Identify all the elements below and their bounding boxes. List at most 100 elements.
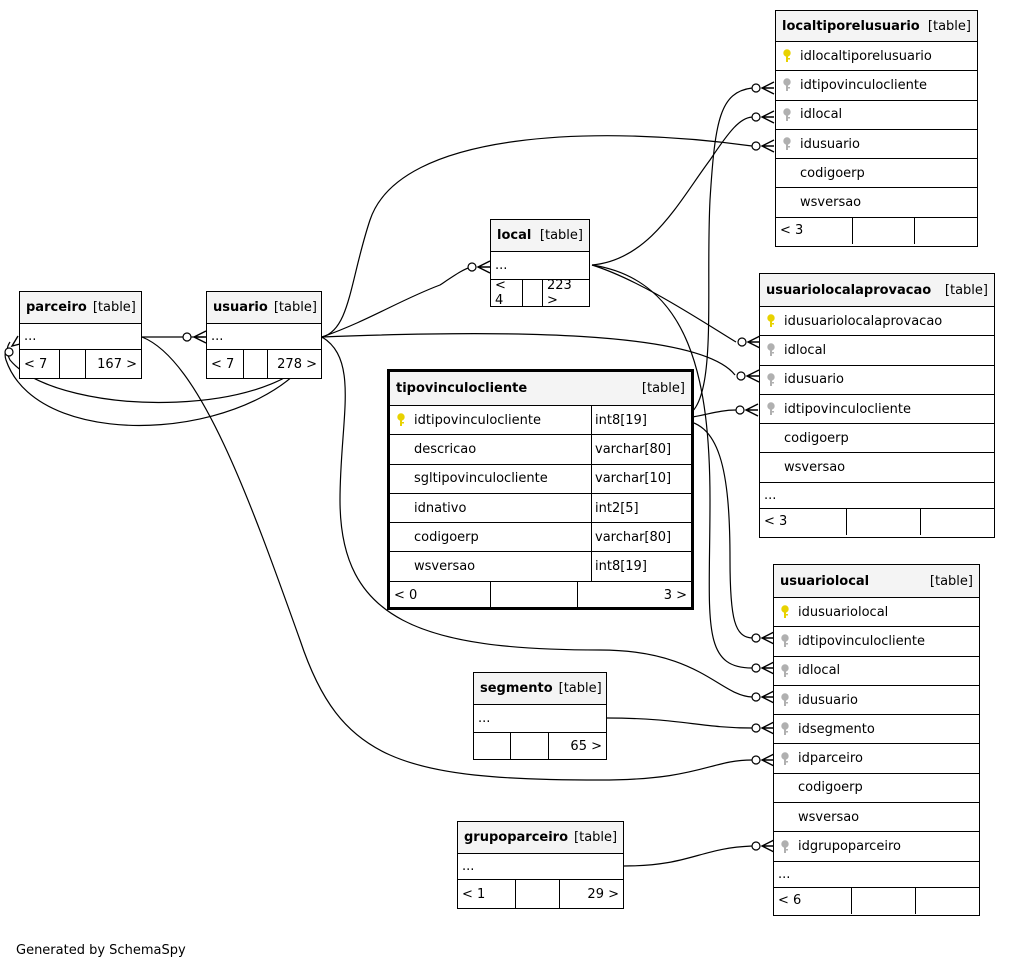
footer-children[interactable] [915, 218, 977, 244]
table-parceiro[interactable]: parceiro [table] ... < 7 167 > [19, 291, 142, 379]
column-row[interactable]: codigoerp [774, 774, 979, 804]
column-row[interactable]: idtipovinculocliente [774, 627, 979, 657]
footer-parents[interactable]: < 3 [760, 508, 847, 535]
footer-parents[interactable]: < 4 [491, 278, 523, 308]
table-name: usuariolocalaprovacao [766, 282, 932, 298]
table-footer: < 0 3 > [390, 581, 691, 610]
column-row[interactable]: idtipovinculocliente [776, 71, 977, 101]
footer-parents[interactable]: < 7 [207, 350, 244, 378]
column-row[interactable]: idsegmento [774, 715, 979, 745]
footer-parents[interactable]: < 3 [776, 217, 853, 244]
columns-ellipsis: ... [491, 252, 589, 280]
column-name: wsversao [798, 809, 860, 825]
footer-parents[interactable]: < 0 [390, 581, 491, 610]
table-segmento[interactable]: segmento [table] ... 65 > [473, 672, 607, 760]
footer-children[interactable] [921, 509, 994, 535]
crowfoot-marker [760, 631, 775, 645]
column-row[interactable]: descricao varchar[80] [390, 435, 691, 465]
column-row[interactable]: idusuario [776, 130, 977, 160]
generator-credit: Generated by SchemaSpy [16, 943, 186, 958]
column-row[interactable]: codigoerp [776, 159, 977, 189]
column-row[interactable]: idusuariolocal [774, 598, 979, 628]
footer-parents[interactable]: < 7 [20, 350, 60, 378]
column-name: idtipovinculocliente [800, 77, 927, 93]
foreign-key-icon [760, 402, 782, 416]
footer-columns [60, 350, 86, 378]
edge-end-circle [736, 371, 746, 381]
column-row[interactable]: wsversao [774, 803, 979, 833]
crowfoot-marker [476, 260, 491, 274]
footer-children[interactable]: 223 > [547, 278, 572, 308]
footer-parents[interactable]: < 1 [458, 880, 516, 908]
column-row[interactable]: idlocal [774, 657, 979, 686]
table-grupoparceiro[interactable]: grupoparceiro [table] ... < 1 29 > [457, 821, 624, 909]
column-row[interactable]: idlocal [760, 336, 994, 366]
footer-columns [516, 880, 560, 908]
column-row[interactable]: idlocaltiporelusuario [776, 42, 977, 72]
crowfoot-marker [760, 690, 775, 704]
edge-end-circle [751, 83, 761, 93]
crowfoot-marker [760, 753, 775, 767]
column-row[interactable]: idusuariolocalaprovacao [760, 307, 994, 337]
foreign-key-icon [774, 664, 796, 678]
columns-ellipsis: ... [458, 854, 623, 880]
foreign-key-icon [774, 722, 796, 736]
footer-children[interactable]: 167 > [97, 356, 137, 372]
columns-ellipsis: ... [774, 862, 979, 888]
edge-tipovinculo-localtiporel [677, 87, 753, 419]
column-row[interactable]: codigoerp [760, 424, 994, 454]
table-localtiporelusuario[interactable]: localtiporelusuario [table] idlocaltipor… [775, 10, 978, 247]
edge-end-circle [751, 692, 761, 702]
column-row[interactable]: idlocal [776, 101, 977, 130]
crowfoot-marker [760, 839, 775, 853]
column-type: varchar[80] [591, 435, 691, 464]
primary-key-icon [760, 314, 782, 328]
footer-children[interactable]: 3 > [663, 588, 687, 604]
column-row[interactable]: idusuario [760, 366, 994, 395]
table-local[interactable]: local [table] ... < 4 223 > [490, 219, 590, 308]
footer-columns [852, 887, 916, 914]
table-name: parceiro [26, 300, 87, 315]
column-row[interactable]: idusuario [774, 686, 979, 716]
column-name: idusuariolocal [798, 604, 889, 620]
column-name: idlocaltiporelusuario [800, 48, 932, 64]
column-row[interactable]: idtipovinculocliente [760, 395, 994, 425]
table-tipovinculocliente[interactable]: tipovinculocliente [table] idtipovinculo… [387, 369, 694, 610]
column-row[interactable]: idparceiro [774, 744, 979, 774]
edge-end-circle [751, 663, 761, 673]
footer-children[interactable]: 29 > [587, 886, 619, 902]
edge-local-localtiporel [591, 116, 753, 266]
edge-end-circle [737, 337, 747, 347]
column-row[interactable]: idgrupoparceiro [774, 832, 979, 862]
table-usuariolocalaprovacao[interactable]: usuariolocalaprovacao [table] idusuariol… [759, 273, 995, 538]
crowfoot-marker [760, 81, 775, 95]
column-name: idtipovinculocliente [784, 401, 911, 417]
crowfoot-marker [760, 721, 775, 735]
column-row[interactable]: wsversao [760, 453, 994, 483]
footer-parents[interactable]: < 6 [774, 887, 852, 914]
column-list: idlocaltiporelusuario idtipovinculoclient… [776, 42, 977, 218]
table-kind: [table] [539, 228, 583, 243]
column-row[interactable]: wsversao [776, 188, 977, 218]
footer-parents[interactable] [474, 733, 511, 759]
column-list: idusuariolocalaprovacao idlocal idusuario i… [760, 307, 994, 483]
table-usuario[interactable]: usuario [table] ... < 7 278 > [206, 291, 322, 379]
edge-usuario-usuariolocalaprovacao [321, 333, 736, 376]
column-name: idnativo [414, 500, 467, 516]
footer-children[interactable] [916, 888, 979, 914]
table-header: segmento [table] [474, 673, 606, 705]
footer-children[interactable]: 278 > [277, 356, 317, 372]
edge-segmento-usuariolocal [606, 717, 753, 729]
edge-end-circle [735, 405, 745, 415]
column-name: descricao [414, 441, 477, 457]
footer-children[interactable]: 65 > [570, 738, 602, 754]
column-name: idlocal [784, 342, 827, 358]
